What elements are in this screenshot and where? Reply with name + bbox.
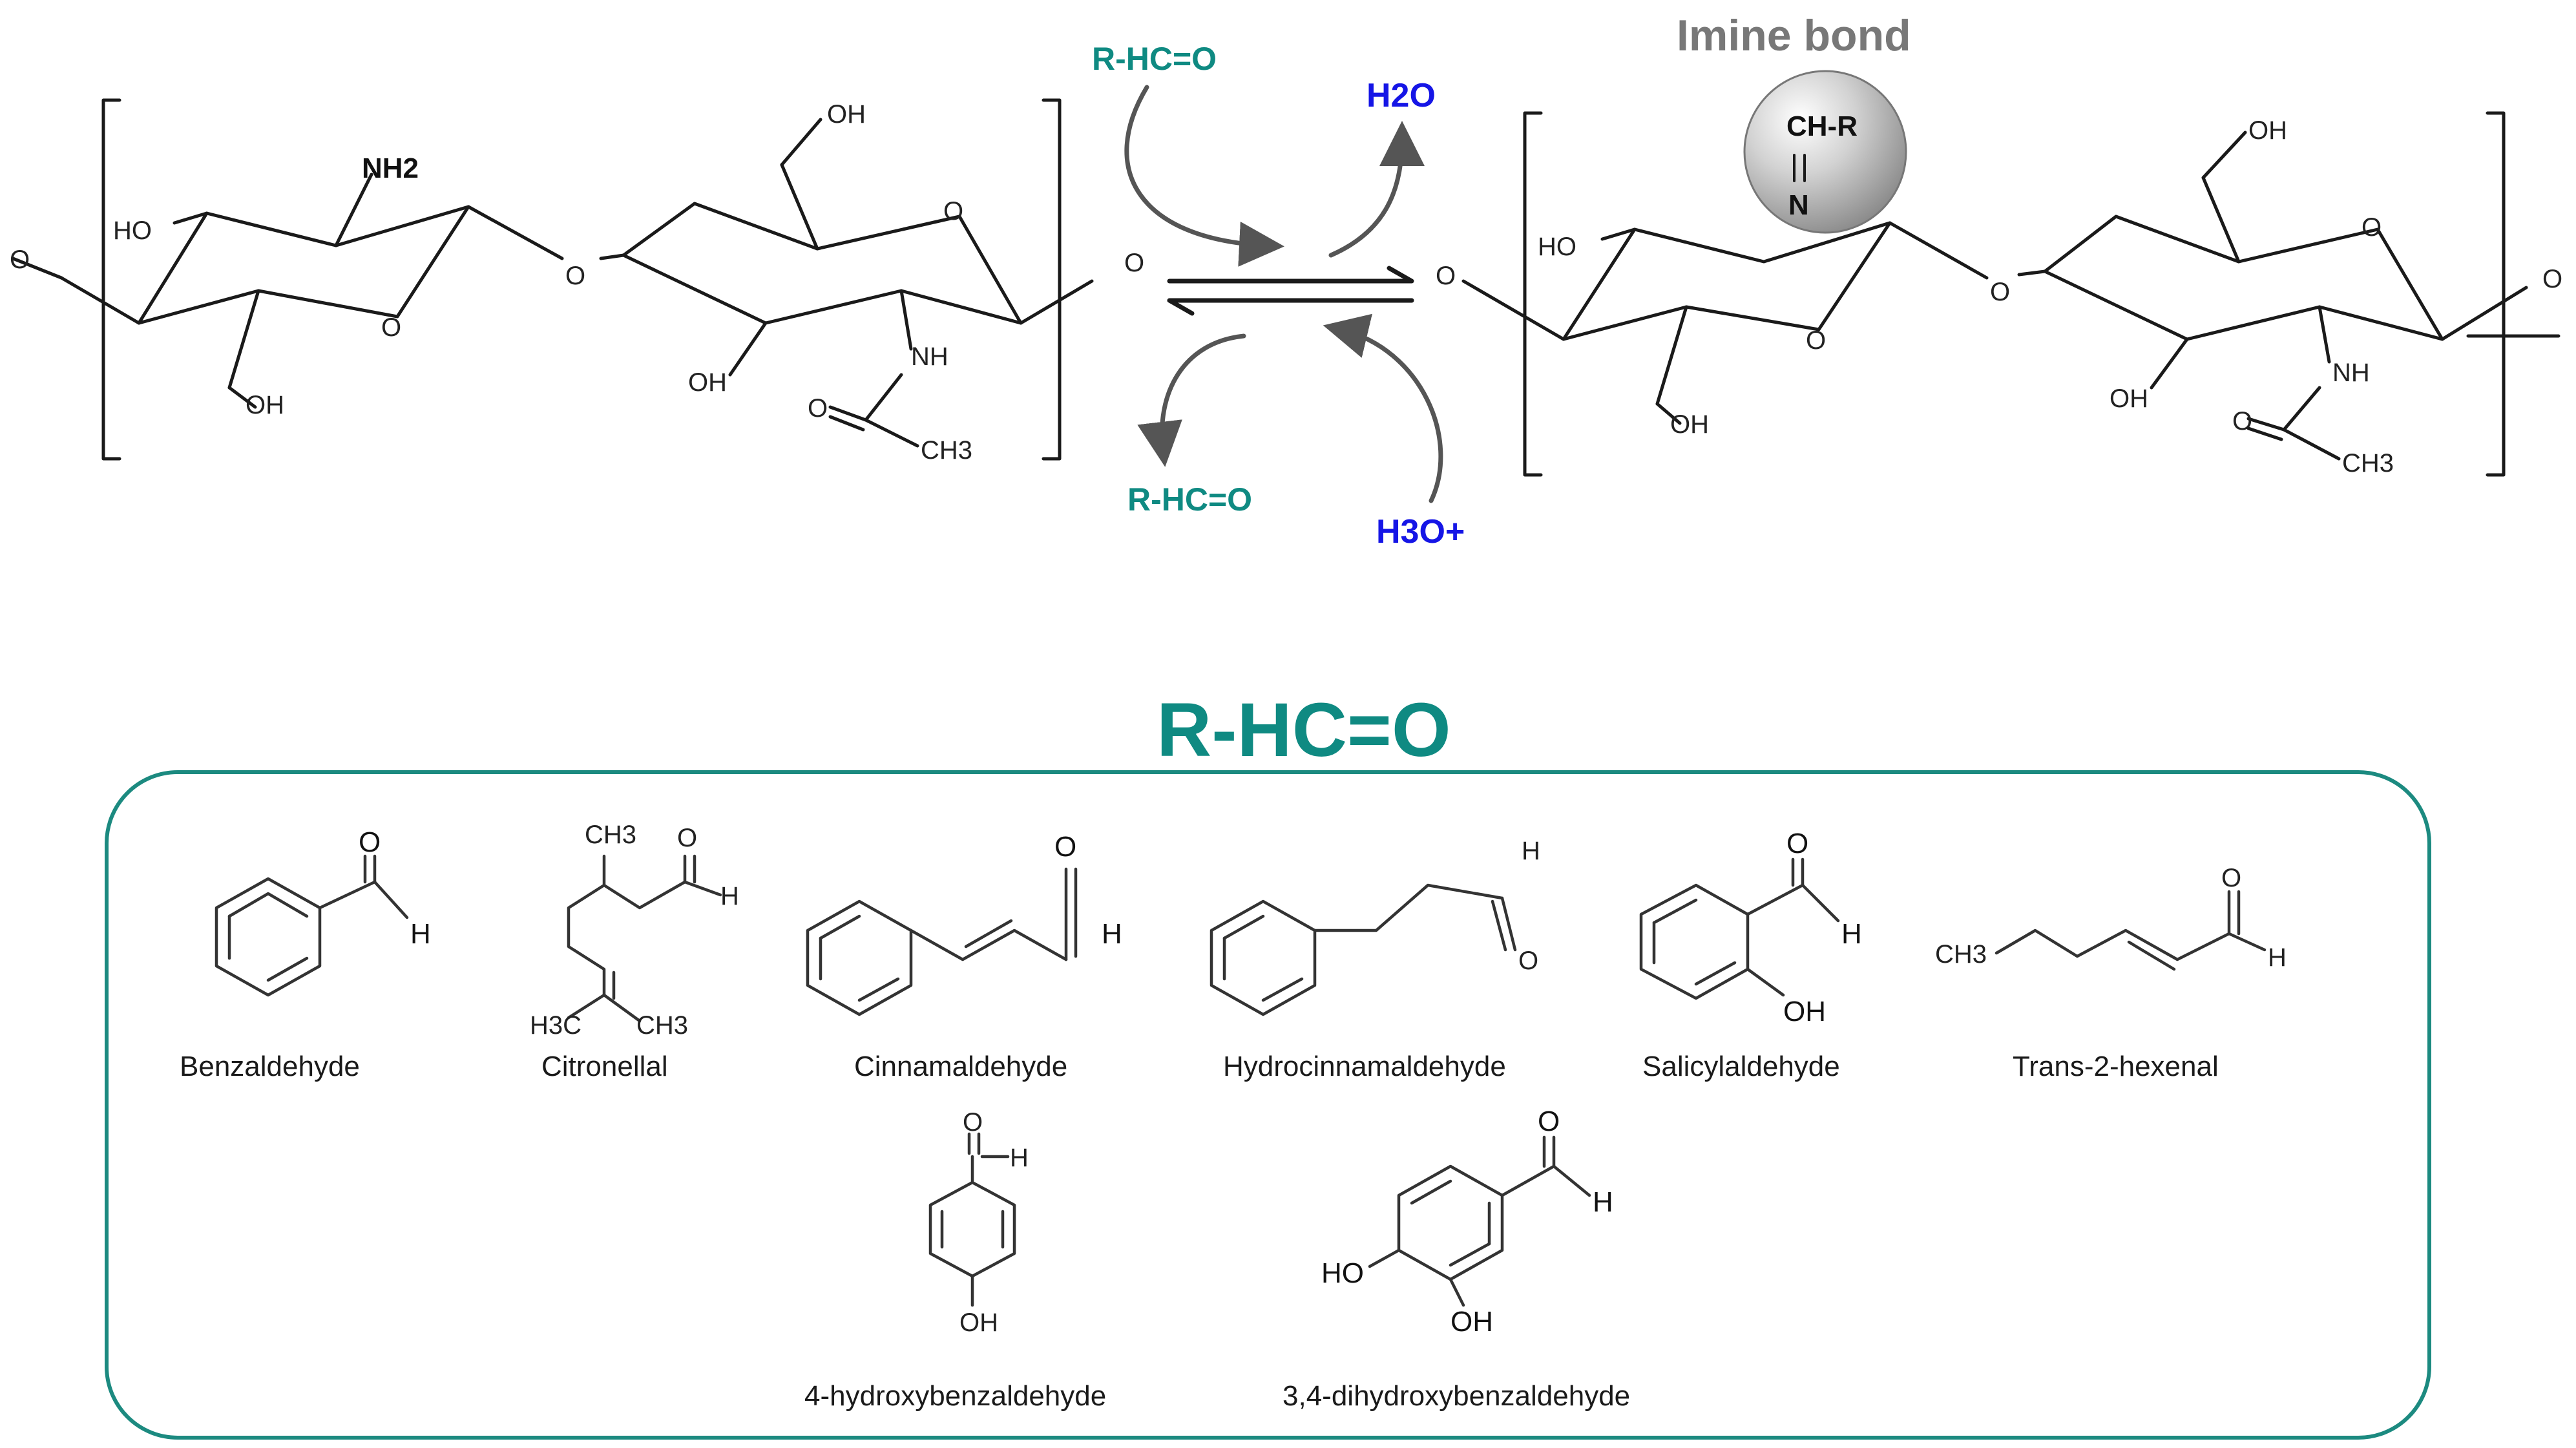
right-hydroxyl-3: OH xyxy=(2248,116,2287,145)
left-hydroxyl-1: HO xyxy=(113,216,152,245)
bracket-right xyxy=(1042,98,1062,461)
reagent-bottom-label: R-HC=O xyxy=(1127,481,1252,518)
left-link-oxygen-right: O xyxy=(1124,249,1144,277)
compound-name-citronellal: Citronellal xyxy=(541,1051,668,1082)
cinnamaldehyde-o: O xyxy=(1054,831,1076,863)
left-hydroxyl-2: OH xyxy=(246,391,284,419)
left-hydroxyl-3: OH xyxy=(827,100,866,129)
right-link-oxygen-right: O xyxy=(2542,265,2562,293)
catalyst-bottom-label: H3O+ xyxy=(1376,513,1465,551)
imine-bond-title: Imine bond xyxy=(1677,11,1911,60)
left-amide-nh: NH xyxy=(911,342,948,371)
right-methyl: CH3 xyxy=(2342,449,2394,477)
imine-sphere xyxy=(1743,70,1907,234)
cinnamaldehyde-h: H xyxy=(1102,918,1122,950)
ring-2 xyxy=(622,202,1023,325)
byproduct-top-label: H2O xyxy=(1367,77,1436,114)
aldehyde-panel-title: R-HC=O xyxy=(1157,687,1451,773)
imine-group-bottom: N xyxy=(1788,189,1809,221)
benzaldehyde-structure xyxy=(215,854,409,997)
compound-name-benzaldehyde: Benzaldehyde xyxy=(180,1051,360,1082)
right-hydroxyl-2: OH xyxy=(1670,410,1709,439)
left-amine-label: NH2 xyxy=(362,152,419,184)
curved-arrow-bottom-in xyxy=(1323,313,1443,503)
equilibrium-arrows xyxy=(1167,266,1414,316)
curved-arrow-top-in xyxy=(1124,85,1284,267)
3-4-dihydroxybenzaldehyde-ho: HO xyxy=(1321,1257,1364,1289)
4-hydroxybenzaldehyde-oh: OH xyxy=(959,1308,998,1337)
right-ring-oxygen-1: O xyxy=(1806,326,1826,355)
salicylaldehyde-o: O xyxy=(1786,828,1808,859)
right-amide-nh: NH xyxy=(2332,359,2370,387)
citronellal-ch3: CH3 xyxy=(585,821,636,849)
left-methyl: CH3 xyxy=(921,436,972,465)
hydrocinnamaldehyde-structure xyxy=(1209,883,1517,1016)
right-hydroxyl-1: HO xyxy=(1538,233,1576,261)
3-4-dihydroxybenzaldehyde-structure xyxy=(1368,1135,1591,1307)
citronellal-h: H xyxy=(720,882,739,910)
reagent-top-label: R-HC=O xyxy=(1092,41,1217,77)
curved-arrow-bottom-out xyxy=(1137,333,1246,467)
salicylaldehyde-oh: OH xyxy=(1783,996,1826,1027)
4-hydroxybenzaldehyde-structure xyxy=(928,1132,1016,1307)
citronellal-o: O xyxy=(677,824,697,852)
right-amide-o: O xyxy=(2232,407,2252,435)
chitosan-left-structure xyxy=(11,98,1094,461)
trans-2-hexenal-structure xyxy=(1995,890,2267,971)
right-link-oxygen-left: O xyxy=(1436,262,1456,290)
compound-name-hydrocinnamaldehyde: Hydrocinnamaldehyde xyxy=(1223,1051,1506,1082)
bracket-right-right xyxy=(2486,111,2506,477)
compound-name-salicylaldehyde: Salicylaldehyde xyxy=(1642,1051,1840,1082)
imine-group-top: CH-R xyxy=(1786,110,1858,142)
left-hydroxyl-4: OH xyxy=(688,368,727,397)
left-link-oxygen-mid: O xyxy=(565,262,585,290)
bracket-left xyxy=(101,98,121,461)
benzaldehyde-h: H xyxy=(410,918,431,950)
compound-name-3-4-dihydroxybenzaldehyde: 3,4-dihydroxybenzaldehyde xyxy=(1283,1380,1630,1412)
salicylaldehyde-h: H xyxy=(1841,918,1862,950)
4-hydroxybenzaldehyde-h: H xyxy=(1010,1144,1029,1172)
3-4-dihydroxybenzaldehyde-o: O xyxy=(1538,1106,1560,1137)
compound-name-cinnamaldehyde: Cinnamaldehyde xyxy=(854,1051,1067,1082)
aldehyde-panel-frame xyxy=(105,770,2431,1440)
right-link-oxygen-mid: O xyxy=(1990,278,2010,306)
curved-arrow-top-out xyxy=(1328,121,1425,258)
trans-2-hexenal-o: O xyxy=(2221,864,2241,892)
trans-2-hexenal-ch3: CH3 xyxy=(1935,940,1987,969)
left-ring-oxygen-2: O xyxy=(943,197,963,226)
left-link-oxygen-left: O xyxy=(10,246,30,274)
3-4-dihydroxybenzaldehyde-h: H xyxy=(1593,1186,1613,1218)
chitosan-right-structure xyxy=(1461,111,2560,477)
benzaldehyde-o: O xyxy=(359,826,381,858)
citronellal-h3c: H3C xyxy=(530,1011,581,1040)
compound-name-trans-2-hexenal: Trans-2-hexenal xyxy=(2013,1051,2219,1082)
compound-name-4-hydroxybenzaldehyde: 4-hydroxybenzaldehyde xyxy=(804,1380,1106,1412)
ring-1 xyxy=(137,205,470,325)
left-amide-o: O xyxy=(808,394,828,423)
left-ring-oxygen-1: O xyxy=(381,313,401,342)
3-4-dihydroxybenzaldehyde-oh: OH xyxy=(1450,1306,1493,1338)
citronellal-ch3-2: CH3 xyxy=(636,1011,688,1040)
salicylaldehyde-structure xyxy=(1639,857,1840,1000)
citronellal-structure xyxy=(567,854,722,1023)
hydrocinnamaldehyde-h: H xyxy=(1522,837,1540,865)
right-ring-oxygen-2: O xyxy=(2361,213,2382,242)
right-hydroxyl-4: OH xyxy=(2110,384,2148,413)
trans-2-hexenal-h: H xyxy=(2268,943,2287,972)
hydrocinnamaldehyde-o: O xyxy=(1518,947,1538,975)
4-hydroxybenzaldehyde-o: O xyxy=(963,1108,983,1137)
cinnamaldehyde-structure xyxy=(806,867,1078,1016)
bracket-right-left xyxy=(1523,111,1543,477)
